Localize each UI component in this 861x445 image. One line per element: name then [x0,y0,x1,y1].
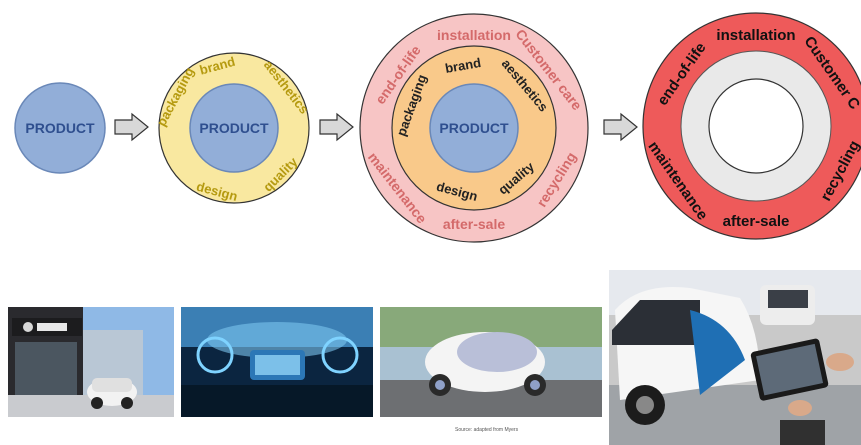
stage-4: installation Customer C recycling after-… [642,12,861,240]
stage-1: PRODUCT [14,82,106,174]
photo-car-interior [181,307,373,417]
product-label: PRODUCT [439,120,509,136]
photo-dealership [8,307,174,417]
photo-car-sharing-tablet [609,270,861,445]
photo-strip [8,270,861,445]
stage-3: PRODUCT brand aesthetics quality design … [359,13,589,243]
source-caption: Source: adapted from Myers [455,427,519,433]
product-core [189,83,279,173]
arrow-2 [319,112,354,142]
ring-word-after-sale: after-sale [723,213,790,230]
product-core [14,82,106,174]
arrow-3 [603,112,638,142]
ring-word-installation: installation [716,27,795,44]
ring-word-brand: brand [444,55,482,76]
product-label: PRODUCT [25,120,95,136]
product-core [429,83,519,173]
empty-core [708,78,804,174]
ring-word-installation: installation [437,27,511,43]
ring-word-after-sale: after-sale [443,216,505,232]
photo-concept-car [380,307,602,417]
arrow-1 [114,112,149,142]
stage-2: PRODUCT brand aesthetics quality design … [154,52,312,204]
product-label: PRODUCT [199,120,269,136]
